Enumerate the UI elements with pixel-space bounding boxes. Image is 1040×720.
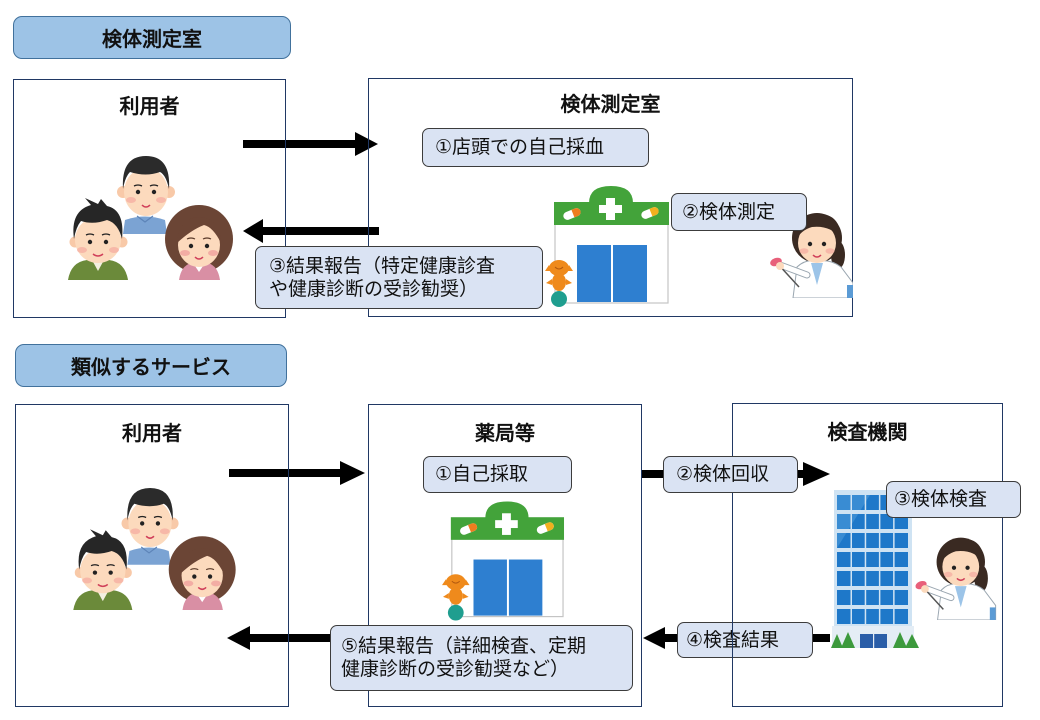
arrow-pharmacy-to-user: [227, 626, 340, 650]
callout-text-line-2: 健康診断の受診勧奨など）: [341, 658, 570, 680]
older-man-figure: [121, 487, 179, 565]
pharmacy-box: 薬局等: [368, 404, 642, 707]
older-woman-figure: [168, 536, 236, 610]
callout-text: ①自己採取: [435, 463, 529, 485]
door-icon: [473, 559, 507, 616]
people-group-icon: [63, 155, 235, 280]
callout-text: ②検体測定: [682, 200, 776, 223]
people-group-icon: [68, 487, 238, 610]
callout-text-line-2: や健康診断の受診勧奨）: [269, 277, 479, 300]
pill-icon: [641, 207, 659, 219]
pharmacy-building-icon: [545, 185, 670, 308]
pharmacy-building-icon: [442, 500, 565, 622]
callout-text-line-1: ③結果報告（特定健康診査: [269, 254, 496, 277]
pill-icon: [536, 522, 554, 534]
pharmacy-box-title: 薬局等: [475, 421, 535, 445]
older-woman-figure: [165, 205, 233, 280]
nurse-icon: [911, 528, 997, 620]
callout-text: ②検体回収: [676, 463, 770, 485]
callout-text-line-1: ⑤結果報告（詳細検査、定期: [341, 635, 587, 657]
arrow-user-to-pharmacy: [229, 461, 365, 485]
step-1-self-collection-callout: ①自己採取: [423, 456, 572, 493]
door-icon: [577, 245, 611, 302]
user-box-title: 利用者: [122, 421, 182, 445]
section-header: 類似するサービス: [15, 344, 287, 387]
step-3-result-report-callout: ③結果報告（特定健康診査 や健康診断の受診勧奨）: [255, 246, 543, 309]
pill-icon: [563, 208, 581, 220]
tree-icon: [831, 632, 919, 648]
user-box: 利用者: [13, 79, 286, 318]
measurement-room-box-title: 検体測定室: [560, 92, 661, 116]
callout-text: ③検体検査: [894, 488, 988, 510]
user-box: 利用者: [15, 404, 289, 707]
young-man-figure: [68, 198, 128, 280]
mascot-icon: [442, 574, 470, 605]
mascot-icon: [545, 260, 573, 291]
step-5-result-report-callout: ⑤結果報告（詳細検査、定期 健康診断の受診勧奨など）: [330, 625, 633, 691]
measurement-room-box: 検体測定室: [368, 78, 853, 317]
pill-icon: [460, 523, 478, 535]
young-man-figure: [73, 529, 133, 610]
step-1-self-blood-sampling-callout: ①店頭での自己採血: [422, 128, 649, 167]
callout-text: ①店頭での自己採血: [435, 136, 605, 158]
arrow-measurement-room-to-user: [243, 219, 379, 243]
arrow-user-to-measurement-room: [243, 132, 378, 156]
older-man-figure: [117, 156, 175, 234]
user-box-title: 利用者: [119, 94, 180, 118]
testing-lab-box-title: 検査機関: [827, 420, 908, 444]
step-2-sample-measurement-callout: ②検体測定: [671, 193, 807, 231]
section-header: 検体測定室: [13, 16, 291, 59]
testing-lab-box: 検査機関: [732, 403, 1003, 707]
step-3-sample-testing-callout: ③検体検査: [886, 481, 1021, 518]
step-2-sample-pickup-callout: ②検体回収: [663, 456, 798, 493]
